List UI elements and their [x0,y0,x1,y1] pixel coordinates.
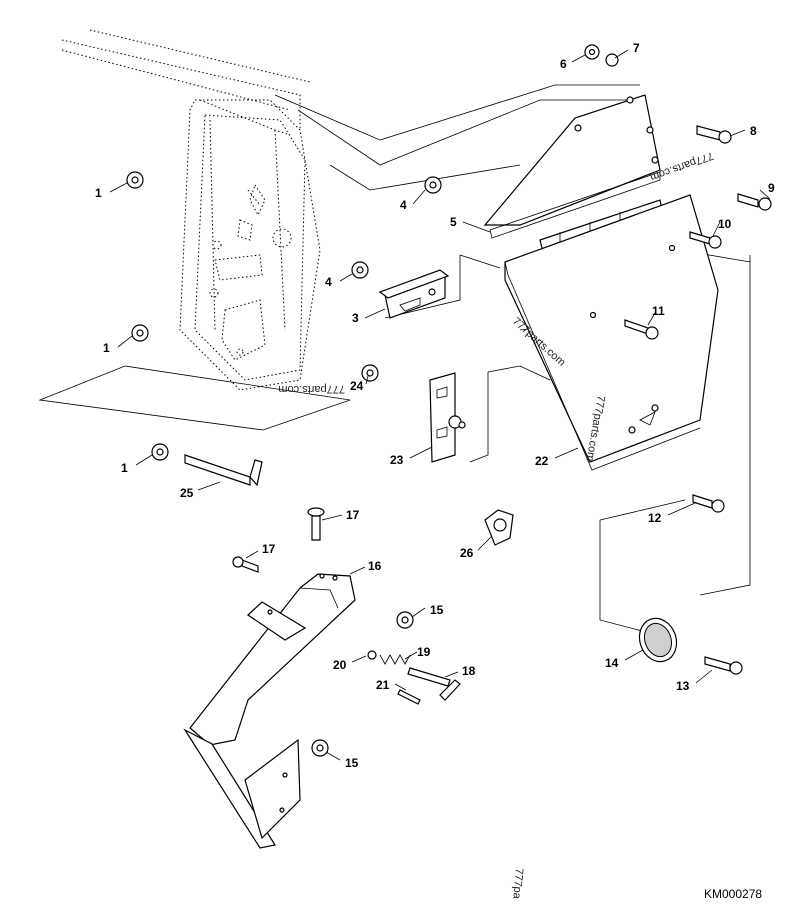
plate-23 [429,372,466,463]
nut-6 [584,44,600,60]
callout-17b: 17 [262,542,276,556]
bolt-10 [689,231,722,249]
knob-26 [484,509,514,546]
watermark-a: 777parts.com [278,383,345,395]
bolt-17-top [307,507,325,541]
callout-6: 6 [560,57,567,71]
drawing-code: KM000278 [704,887,762,901]
callout-5: 5 [450,215,457,229]
watermark-e: 777pa [510,868,525,900]
washer-7 [605,53,619,67]
nut-24 [361,364,379,382]
callout-1a: 1 [95,186,102,200]
hardware [126,44,772,757]
callout-9: 9 [768,181,775,195]
callout-19: 19 [417,645,431,659]
nut-4-upper [424,176,442,194]
nut-15-upper [396,611,414,629]
callout-15a: 15 [430,603,444,617]
callout-8: 8 [750,124,757,138]
bolt-13 [704,656,743,675]
plate-22 [504,194,719,471]
nut-15-lower [311,739,329,757]
j-bolt-25 [184,454,263,487]
spring-19 [379,654,411,665]
frame-rails [61,29,311,136]
callout-4a: 4 [325,275,332,289]
bolt-11 [624,319,659,340]
callout-12: 12 [648,511,662,525]
callout-13: 13 [676,679,690,693]
callout-16: 16 [368,559,382,573]
callout-1c: 1 [121,461,128,475]
washer-20 [367,650,377,660]
pin-18 [407,667,461,701]
callout-20: 20 [333,658,347,672]
nut-1-top [126,171,144,189]
callout-1b: 1 [103,341,110,355]
callout-labels: 1 1 1 3 4 4 5 6 7 8 9 10 11 12 13 14 15 … [95,41,775,770]
leader-lines [109,49,771,761]
callout-11: 11 [652,304,665,318]
callout-7: 7 [633,41,640,55]
callout-14: 14 [605,656,619,670]
disc-14 [638,617,678,663]
callout-23: 23 [390,453,404,467]
bolt-9 [737,193,772,211]
nut-1-mid [131,324,149,342]
callout-25: 25 [180,486,194,500]
callout-18: 18 [462,664,476,678]
bolt-8 [696,125,732,144]
stand-16 [183,573,356,849]
callout-21: 21 [376,678,390,692]
pin-21 [397,689,421,705]
reference-lines [38,84,751,634]
callout-26: 26 [460,546,474,560]
callout-15b: 15 [345,756,359,770]
bracket-5 [483,94,661,239]
callout-10: 10 [718,217,732,231]
callout-22: 22 [535,454,549,468]
bracket-3 [378,269,450,319]
bolt-12 [692,494,725,513]
callout-17a: 17 [346,508,360,522]
callout-4b: 4 [400,198,407,212]
mounting-frame [179,99,321,391]
bolt-17-side [232,556,259,573]
callout-3: 3 [352,311,359,325]
callout-24: 24 [350,379,364,393]
nut-4-lower [351,261,369,279]
nut-1-bottom [151,443,169,461]
